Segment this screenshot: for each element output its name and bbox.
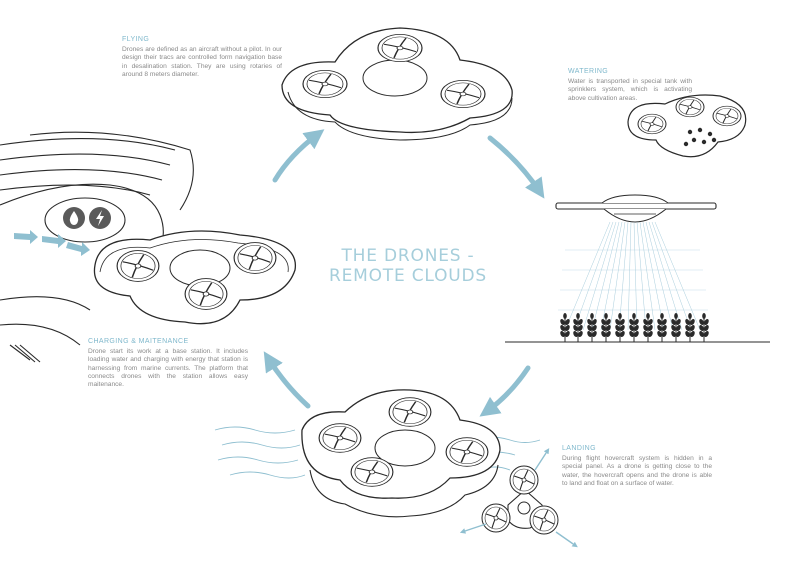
watering-section: WATERING Water is transported in special… — [568, 68, 692, 103]
cycle-arrows — [263, 129, 545, 417]
title-line-1: THE DRONES - — [341, 246, 475, 266]
watering-heading: WATERING — [568, 68, 609, 75]
charging-flow-arrows — [14, 230, 90, 256]
diagram-title: THE DRONES - REMOTE CLOUDS — [318, 246, 498, 286]
arrow-flying-to-watering — [487, 135, 545, 199]
water-spray — [558, 221, 708, 331]
landing-drone — [301, 389, 501, 518]
watering-drone-small — [627, 94, 747, 158]
landing-direction-arrows — [459, 448, 578, 548]
arrow-charging-to-flying — [272, 129, 325, 183]
title-line-2: REMOTE CLOUDS — [329, 266, 487, 286]
charging-drone — [93, 230, 296, 325]
arrow-watering-to-landing — [479, 365, 531, 417]
flying-body: Drones are defined as an aircraft withou… — [122, 46, 282, 78]
watering-body: Water is transported in special tank wit… — [568, 78, 692, 102]
arrow-landing-to-charging — [263, 351, 311, 409]
water-drop-icon — [69, 211, 79, 225]
landing-top-view-drone — [481, 465, 559, 535]
flying-heading: FLYING — [122, 36, 150, 43]
station-icons — [63, 207, 111, 229]
flying-drone — [281, 27, 513, 141]
watering-side-drone — [555, 194, 717, 223]
lightning-icon — [96, 210, 104, 226]
charging-heading: CHARGING & MAITENANCE — [88, 338, 189, 345]
charging-body: Drone start its work at a base station. … — [88, 348, 248, 389]
charging-section: CHARGING & MAITENANCE Drone start its wo… — [88, 338, 248, 389]
landing-body: During flight hovercraft system is hidde… — [562, 455, 712, 487]
landing-heading: LANDING — [562, 445, 596, 452]
landing-section: LANDING During flight hovercraft system … — [562, 445, 712, 488]
crop-field — [505, 312, 770, 343]
flying-section: FLYING Drones are defined as an aircraft… — [122, 36, 282, 79]
